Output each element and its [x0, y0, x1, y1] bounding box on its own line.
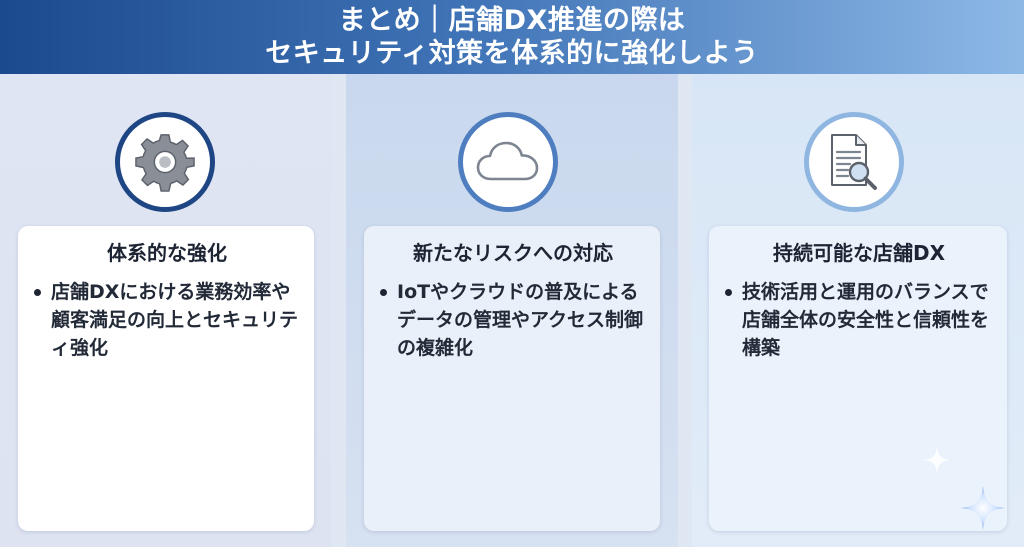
- panel-systematic: 体系的な強化 店舗DXにおける業務効率や顧客満足の向上とセキュリティ強化: [0, 74, 331, 547]
- bullet-item: 店舗DXにおける業務効率や顧客満足の向上とセキュリティ強化: [32, 278, 302, 362]
- header-title-line-2: セキュリティ対策を体系的に強化しよう: [265, 38, 759, 69]
- bullet-dot: [34, 289, 41, 296]
- card-title: 持続可能な店舗DX: [772, 241, 946, 265]
- sparkle-icon: [961, 486, 1005, 530]
- document-search-icon: [831, 134, 877, 190]
- panel-sustainable: 持続可能な店舗DX 技術活用と運用のバランスで店舗全体の安全性と信頼性を構築: [692, 74, 1024, 547]
- icon-ring: [804, 112, 904, 212]
- bullet-item: 技術活用と運用のバランスで店舗全体の安全性と信頼性を構築: [723, 278, 995, 362]
- cloud-icon: [476, 141, 539, 181]
- header-title-line-1: まとめ｜店舗DX推進の際は: [338, 5, 686, 36]
- panel-new-risks: 新たなリスクへの対応 IoTやクラウドの普及によるデータの管理やアクセス制御の複…: [346, 74, 678, 547]
- bullet-text: 店舗DXにおける業務効率や顧客満足の向上とセキュリティ強化: [51, 281, 299, 359]
- card-new-risks: 新たなリスクへの対応 IoTやクラウドの普及によるデータの管理やアクセス制御の複…: [364, 226, 660, 531]
- bullet-dot: [725, 289, 732, 296]
- bullet-item: IoTやクラウドの普及によるデータの管理やアクセス制御の複雑化: [378, 278, 648, 362]
- sparkle-icon: [923, 446, 951, 474]
- header-banner: まとめ｜店舗DX推進の際は セキュリティ対策を体系的に強化しよう: [0, 0, 1024, 74]
- card-title: 体系的な強化: [107, 241, 227, 265]
- bullet-text: 技術活用と運用のバランスで店舗全体の安全性と信頼性を構築: [742, 281, 990, 359]
- bullet-dot: [380, 289, 387, 296]
- card-systematic: 体系的な強化 店舗DXにおける業務効率や顧客満足の向上とセキュリティ強化: [18, 226, 314, 531]
- icon-ring: [458, 112, 558, 212]
- card-title: 新たなリスクへの対応: [413, 241, 613, 265]
- card-sustainable: 持続可能な店舗DX 技術活用と運用のバランスで店舗全体の安全性と信頼性を構築: [709, 226, 1007, 531]
- icon-ring: [115, 112, 215, 212]
- bullet-text: IoTやクラウドの普及によるデータの管理やアクセス制御の複雑化: [397, 281, 644, 359]
- gear-icon: [135, 134, 195, 192]
